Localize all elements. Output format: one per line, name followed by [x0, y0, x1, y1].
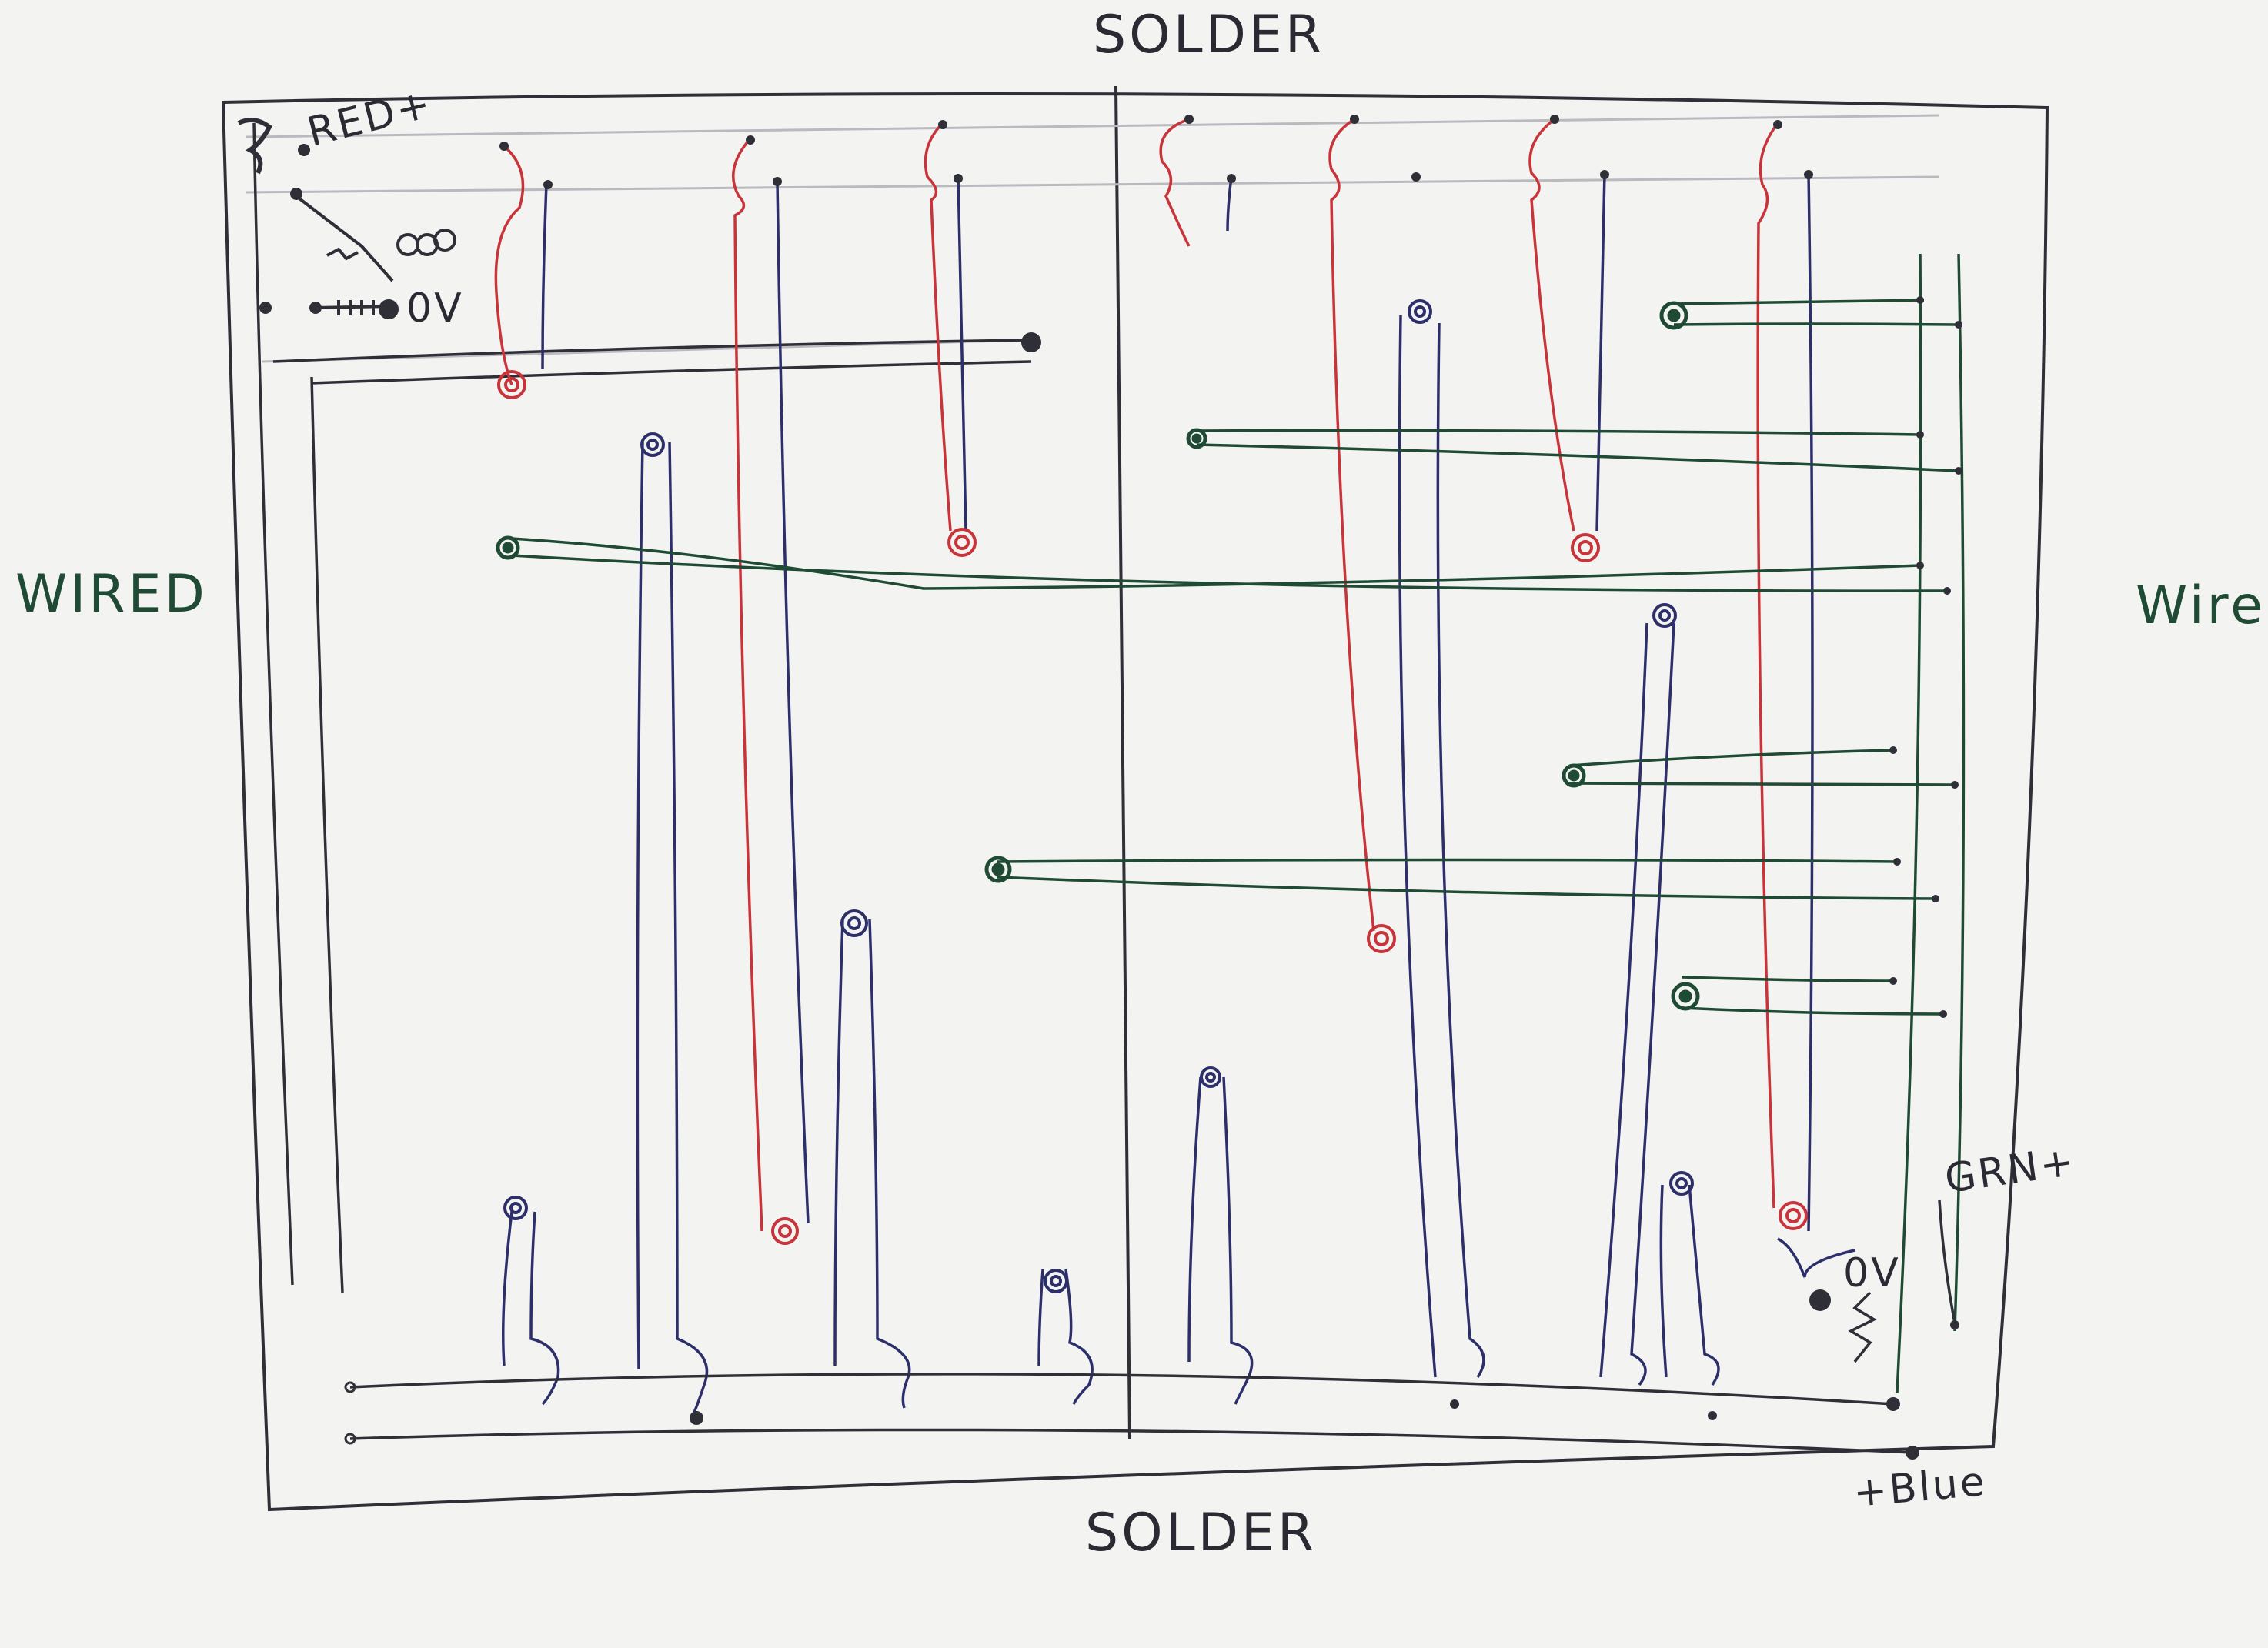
blue-pads: [503, 299, 1694, 1293]
top-left-components: [237, 118, 456, 319]
wire-terminals: [344, 115, 1962, 1460]
label-0v-top: 0V: [406, 285, 464, 332]
bottom-bus-rails: [349, 1199, 1956, 1454]
left-bus-rails: [252, 122, 1032, 1293]
label-wired-left: WIRED: [15, 564, 208, 625]
label-solder-bottom: SOLDER: [1085, 1503, 1317, 1563]
label-solder-top: SOLDER: [1093, 5, 1324, 65]
red-wires: [494, 118, 1779, 1232]
label-wire-right: Wire: [2136, 575, 2266, 636]
label-0v-bottom: 0V: [1843, 1250, 1901, 1296]
green-wires: [511, 253, 1966, 1393]
label-grn-plus: GRN+: [1942, 1139, 2079, 1203]
board-outline: [221, 92, 2049, 1512]
red-pads: [497, 370, 1808, 1245]
blue-wires: [502, 172, 1855, 1416]
center-divider: [1114, 85, 1131, 1439]
label-red-plus: RED+: [303, 81, 437, 156]
green-pads: [496, 301, 1700, 1011]
label-blue-plus: +Blue: [1852, 1459, 1989, 1516]
